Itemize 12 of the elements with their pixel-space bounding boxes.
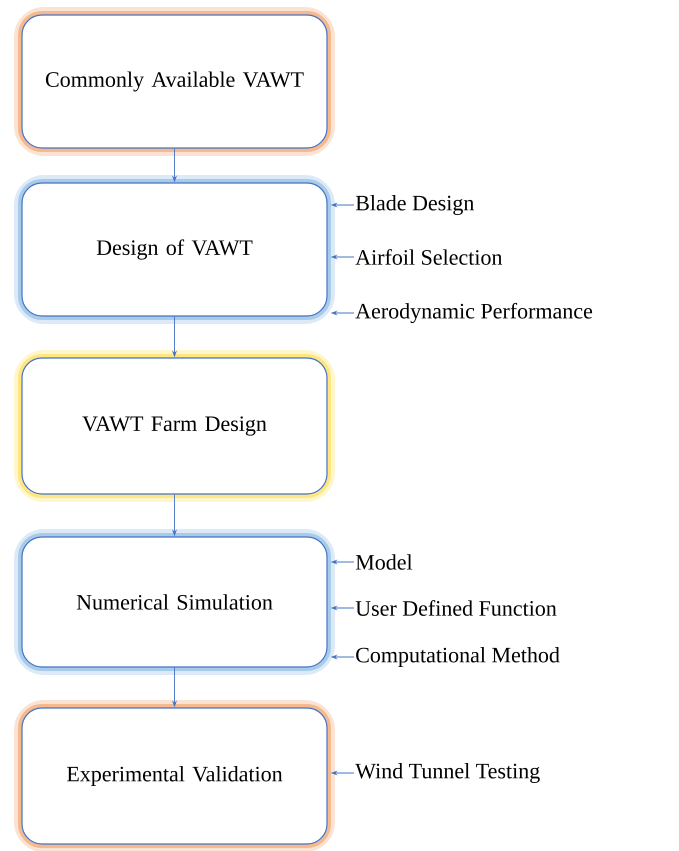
process-box: VAWT Farm Design bbox=[14, 350, 335, 502]
input-label: Airfoil Selection bbox=[355, 249, 502, 265]
input-label: Aerodynamic Performance bbox=[355, 302, 592, 324]
process-box: Experimental Validation bbox=[14, 700, 335, 851]
process-box: Numerical Simulation bbox=[14, 529, 335, 675]
input-label: User Defined Function bbox=[356, 600, 556, 616]
input-label: Model bbox=[356, 554, 412, 570]
process-box: Commonly Available VAWT bbox=[14, 7, 335, 156]
input-label: Blade Design bbox=[356, 195, 474, 215]
input-label: Wind Tunnel Testing bbox=[355, 763, 540, 783]
input-label: Computational Method bbox=[356, 647, 560, 667]
process-box: Design of VAWT bbox=[14, 175, 335, 324]
